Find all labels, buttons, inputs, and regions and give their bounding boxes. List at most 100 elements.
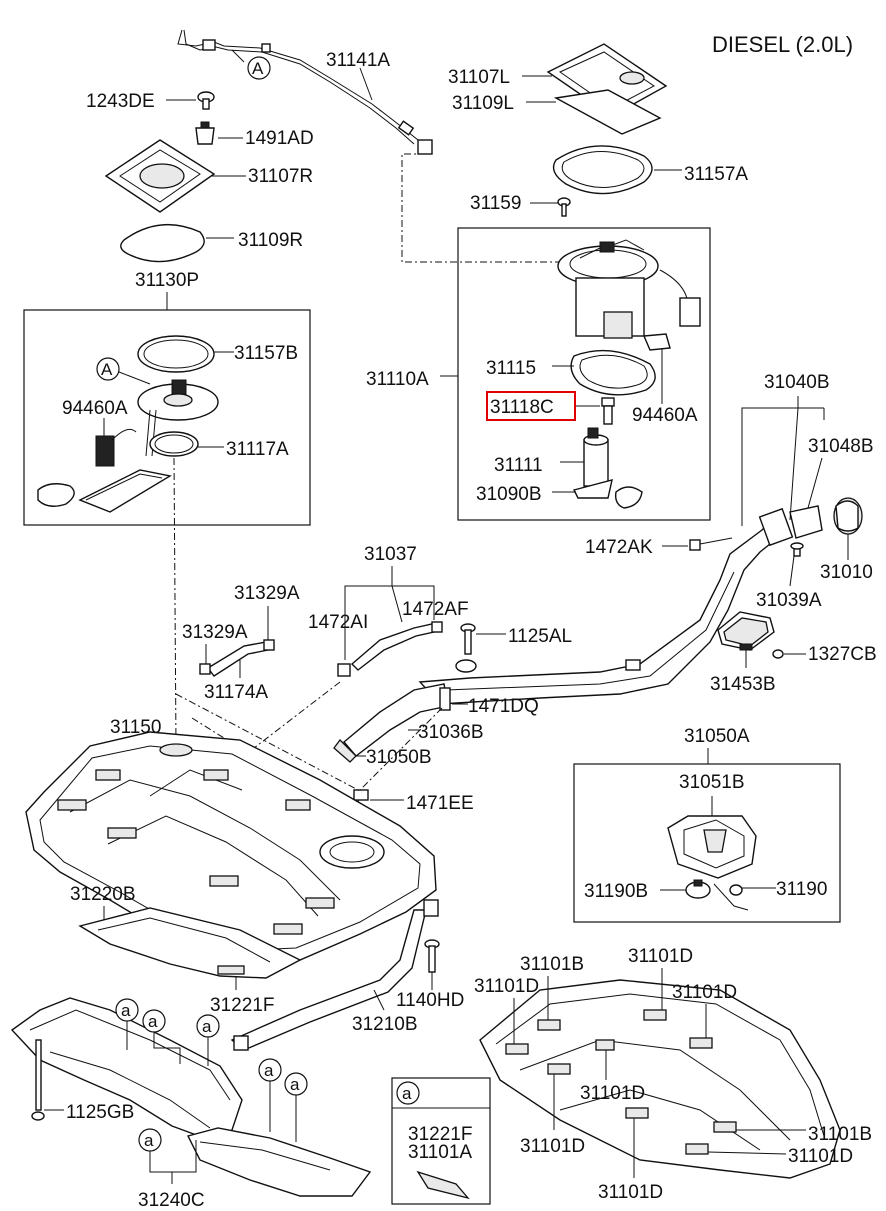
label-31141A: 31141A [326, 50, 390, 71]
label-31037: 31037 [364, 544, 417, 565]
screw-31159 [557, 197, 571, 217]
label-31048B: 31048B [808, 436, 874, 457]
label-94460A-right: 94460A [632, 405, 698, 426]
label-31453B: 31453B [710, 674, 776, 695]
gasket-31109R [120, 223, 205, 263]
label-1472AK: 1472AK [585, 537, 653, 558]
pump-module [557, 239, 701, 351]
label-1472AF: 1472AF [402, 599, 469, 620]
label-94460A-left: 94460A [62, 398, 128, 419]
label-31174A: 31174A [204, 682, 268, 703]
protector-31220B [78, 907, 302, 979]
bolt-1125GB [31, 1039, 45, 1121]
callout-a-5: a [284, 1072, 308, 1096]
label-31101D-a: 31101D [628, 946, 693, 967]
label-31329A-mid: 31329A [182, 622, 248, 643]
label-1472AI: 1472AI [308, 612, 368, 633]
callout-A-top: A [247, 56, 271, 80]
filler-neck [418, 497, 863, 705]
label-1125GB: 1125GB [66, 1102, 134, 1123]
label-1327CB: 1327CB [808, 644, 877, 665]
label-31101D-e: 31101D [520, 1136, 585, 1157]
label-31110A: 31110A [366, 369, 429, 390]
label-31111: 31111 [494, 455, 543, 476]
label-31329A-top: 31329A [234, 583, 300, 604]
label-31036B: 31036B [418, 722, 484, 743]
label-31101D-f: 31101D [598, 1182, 663, 1203]
underbody-cover-31240C [10, 997, 372, 1197]
plug-1327CB [772, 649, 784, 659]
label-31101D-d: 31101D [580, 1083, 645, 1104]
canister-box [573, 763, 841, 923]
filter-31118C [601, 397, 615, 425]
gasket-31157A [552, 145, 653, 195]
sender-unit [37, 379, 219, 513]
canister-31051B [667, 815, 757, 879]
callout-a-3: a [196, 1014, 220, 1038]
grommet-1491AD [195, 121, 215, 145]
clip-1472AK [689, 539, 701, 551]
label-31159: 31159 [470, 193, 521, 214]
label-1140HD: 1140HD [396, 990, 464, 1011]
engine-title: DIESEL (2.0L) [712, 32, 853, 57]
callout-a-6-text: a [144, 1131, 154, 1150]
legend-line-31221F: 31221F [408, 1124, 472, 1145]
label-31101D-b: 31101D [474, 976, 539, 997]
callout-a-2: a [142, 1009, 166, 1033]
housing-31453B [717, 611, 775, 651]
label-1471DQ: 1471DQ [468, 696, 539, 717]
label-1125AL: 1125AL [508, 626, 572, 647]
valve-31190 [713, 883, 749, 911]
gasket-31115 [570, 349, 656, 396]
label-31157A: 31157A [684, 164, 748, 185]
gasket-31109L [553, 89, 662, 135]
valve-31190B [685, 879, 711, 899]
label-31240C: 31240C [138, 1190, 205, 1211]
label-31050A: 31050A [684, 726, 750, 747]
hose-31037 [337, 621, 443, 677]
label-31039A: 31039A [756, 590, 822, 611]
clamp-1471DQ [439, 687, 451, 711]
gasket-31157B [137, 335, 215, 373]
fuel-tank-31150 [25, 731, 437, 965]
label-31107L: 31107L [448, 67, 510, 88]
legend-box: a 31221F 31101A [391, 1077, 491, 1205]
label-31040B: 31040B [764, 372, 830, 393]
label-31051B: 31051B [679, 772, 745, 793]
bolt-1125AL [460, 623, 476, 655]
callout-A-left: A [96, 357, 120, 381]
pump-motor-31111 [583, 427, 609, 487]
label-31221F: 31221F [210, 995, 274, 1016]
label-31109L: 31109L [452, 93, 514, 114]
legend-line-31101A: 31101A [408, 1142, 472, 1163]
label-31101B-right: 31101B [808, 1124, 872, 1145]
label-31190: 31190 [776, 879, 827, 900]
label-31118C: 31118C [490, 397, 554, 418]
fuel-line-31141A [177, 29, 433, 155]
label-1471EE: 1471EE [406, 793, 474, 814]
label-31107R: 31107R [248, 166, 313, 187]
callout-a-6: a [138, 1128, 162, 1152]
callout-A-left-text: A [101, 360, 113, 379]
label-31117A: 31117A [226, 439, 289, 460]
callout-a-2-text: a [148, 1012, 158, 1031]
label-31109R: 31109R [238, 230, 303, 251]
callout-a-1: a [115, 998, 139, 1022]
screw-31039A [790, 542, 804, 557]
callout-a-3-text: a [202, 1017, 212, 1036]
callout-a-4-text: a [264, 1061, 274, 1080]
bolt-1243DE [197, 91, 215, 110]
label-31101D-c: 31101D [672, 982, 737, 1003]
cover-31107R [104, 139, 216, 213]
callout-a-5-text: a [290, 1075, 300, 1094]
highlight-31118C [486, 391, 576, 421]
label-31101B-top: 31101B [520, 954, 584, 975]
clip-1125AL-base [455, 659, 477, 673]
callout-a-1-text: a [121, 1001, 131, 1020]
gasket-31117A [149, 431, 199, 457]
legend-callout-a: a [402, 1084, 412, 1103]
label-31115: 31115 [486, 358, 536, 379]
strainer-31090B [572, 479, 643, 509]
sender-assembly-box [23, 309, 311, 526]
